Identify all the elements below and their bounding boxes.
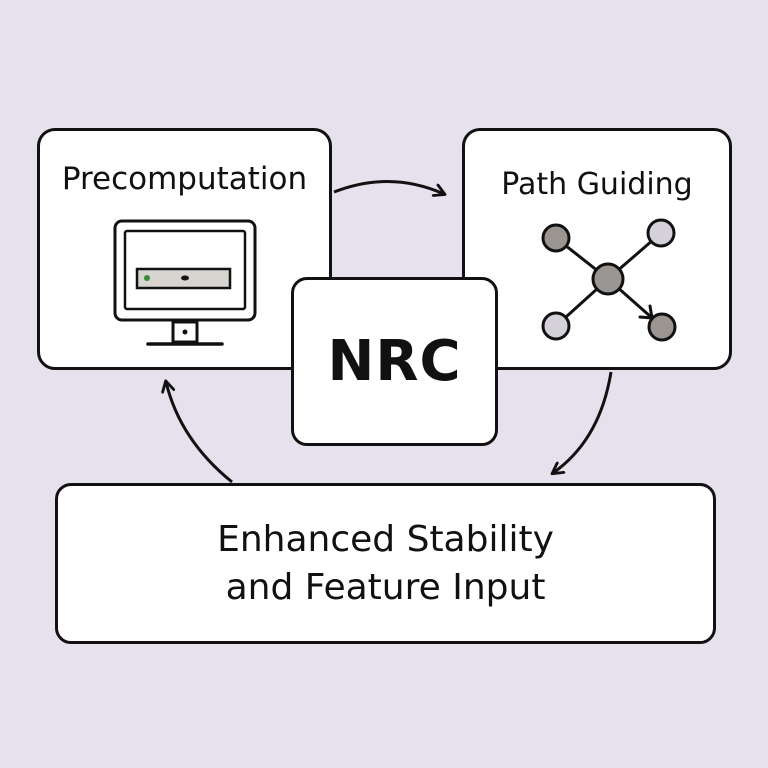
arrow-path-guiding-to-enhanced xyxy=(553,371,613,473)
node-graph-icon xyxy=(541,218,677,342)
nrc-box: NRC xyxy=(291,277,498,446)
graph-node-icon xyxy=(647,312,677,342)
enhanced-stability-box: Enhanced Stability and Feature Input xyxy=(55,483,716,644)
arrow-precomputation-to-path-guiding xyxy=(333,180,444,194)
precomputation-label: Precomputation xyxy=(61,161,308,197)
enhanced-stability-label: Enhanced Stability and Feature Input xyxy=(58,516,713,612)
path-guiding-label: Path Guiding xyxy=(501,167,693,202)
precomputation-box: Precomputation xyxy=(37,128,332,370)
arrow-enhanced-to-precomputation xyxy=(166,382,233,484)
computer-monitor-icon xyxy=(113,219,257,346)
path-guiding-box: Path Guiding xyxy=(462,128,732,370)
enhanced-line-2: and Feature Input xyxy=(225,567,546,608)
indicator-light-icon xyxy=(144,275,150,281)
nrc-label: NRC xyxy=(327,329,462,394)
enhanced-line-1: Enhanced Stability xyxy=(217,519,554,560)
graph-node-icon xyxy=(541,223,571,253)
graph-node-icon xyxy=(646,218,676,248)
graph-node-icon xyxy=(541,311,571,341)
graph-node-icon xyxy=(591,262,625,296)
